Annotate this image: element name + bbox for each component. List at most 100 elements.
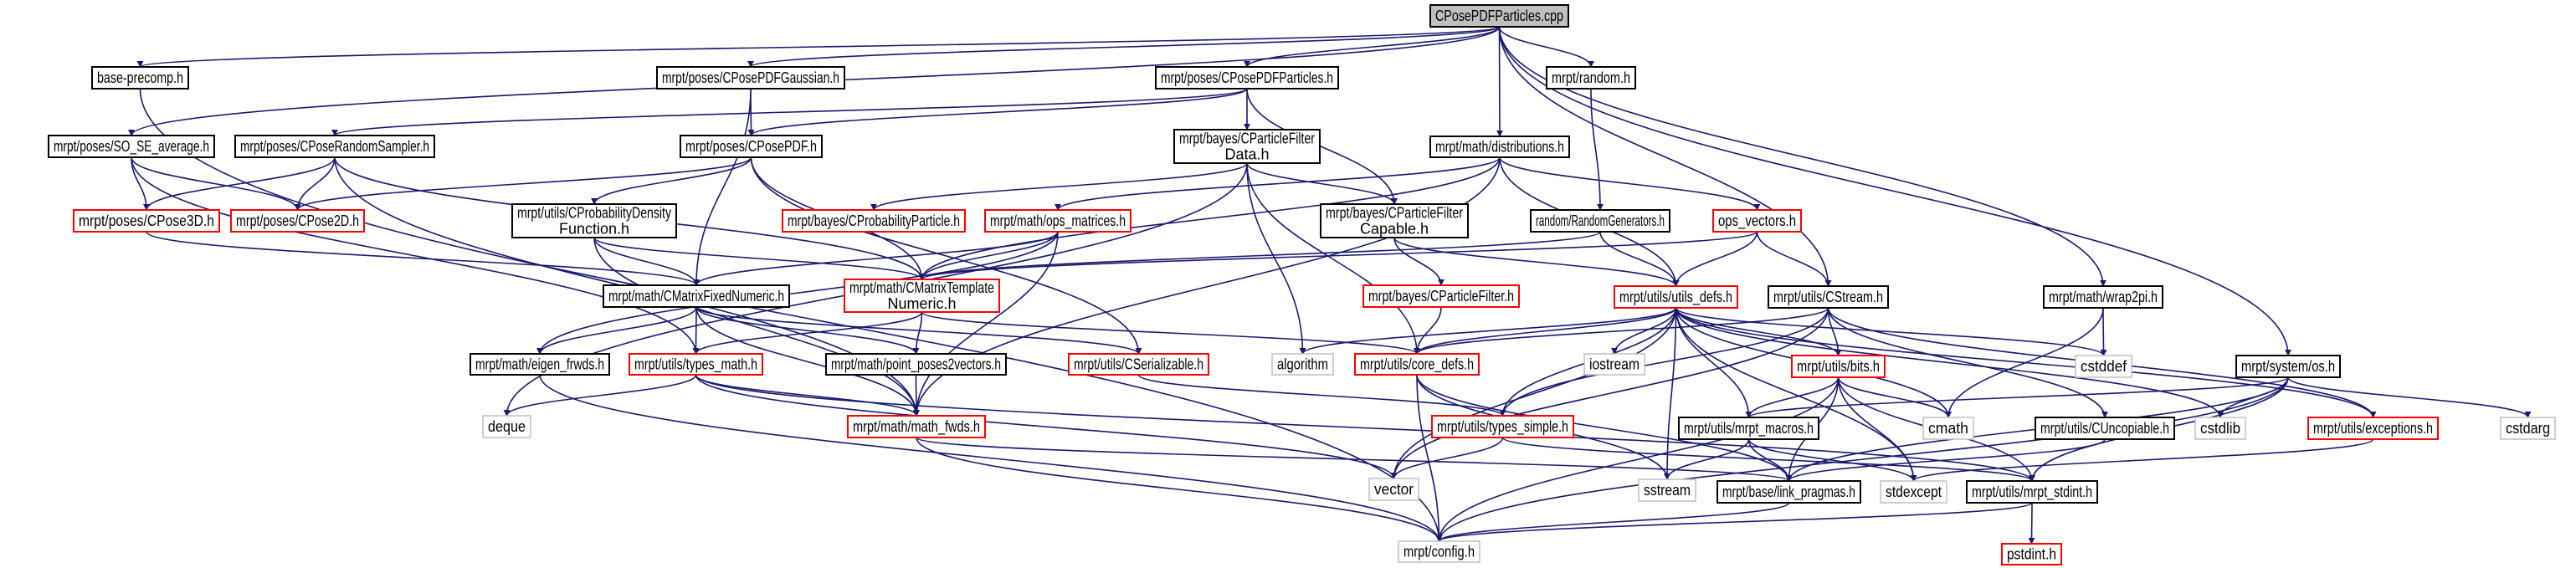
- node-box-cuncopiable[interactable]: [2035, 417, 2175, 440]
- node-box-core_defs[interactable]: [1354, 353, 1480, 376]
- node-stdexcept[interactable]: stdexcept: [1886, 484, 1942, 500]
- node-box-mrpt_macros[interactable]: [1678, 417, 1819, 440]
- node-box-point_poses[interactable]: [825, 353, 1007, 376]
- node-algorithm[interactable]: algorithm: [1277, 356, 1328, 373]
- node-box-exceptions[interactable]: [2307, 417, 2439, 440]
- node-random_gen[interactable]: random/RandomGenerators.h: [1536, 212, 1665, 229]
- node-gaussian[interactable]: mrpt/poses/CPosePDFGaussian.h: [662, 69, 839, 86]
- node-box-pose2d[interactable]: [230, 209, 365, 233]
- node-box-pstdint[interactable]: [2001, 543, 2062, 565]
- node-sstream[interactable]: sstream: [1644, 482, 1691, 499]
- node-box-template_numeric[interactable]: [844, 279, 1000, 313]
- node-box-random_gen[interactable]: [1530, 209, 1670, 233]
- node-bits[interactable]: mrpt/utils/bits.h: [1797, 358, 1880, 375]
- node-cstdlib[interactable]: cstdlib: [2200, 420, 2240, 437]
- node-box-eigen_frwds[interactable]: [470, 353, 610, 376]
- node-deque[interactable]: deque: [488, 418, 526, 435]
- node-mrpt_stdint[interactable]: mrpt/utils/mrpt_stdint.h: [1972, 484, 2092, 501]
- node-exceptions[interactable]: mrpt/utils/exceptions.h: [2313, 420, 2433, 437]
- node-particle_filter[interactable]: mrpt/bayes/CParticleFilter.h: [1368, 288, 1514, 304]
- node-ops_vectors[interactable]: ops_vectors.h: [1718, 212, 1796, 230]
- node-ops_matrices[interactable]: mrpt/math/ops_matrices.h: [990, 212, 1126, 230]
- node-pose2d[interactable]: mrpt/poses/CPose2D.h: [236, 212, 359, 229]
- node-types_math[interactable]: mrpt/utils/types_math.h: [634, 356, 757, 374]
- node-point_poses[interactable]: mrpt/math/point_poses2vectors.h: [831, 356, 1001, 374]
- node-box-mrpt_stdint[interactable]: [1966, 480, 2098, 504]
- node-box-pf_data[interactable]: [1173, 129, 1321, 164]
- node-distributions[interactable]: mrpt/math/distributions.h: [1435, 139, 1564, 156]
- node-box-os[interactable]: [2235, 355, 2341, 378]
- node-types_simple[interactable]: mrpt/utils/types_simple.h: [1437, 418, 1568, 436]
- node-box-cstream[interactable]: [1768, 285, 1889, 309]
- node-base_precomp[interactable]: base-precomp.h: [97, 69, 183, 86]
- node-box-fixed_numeric[interactable]: [603, 284, 790, 308]
- node-pstdint[interactable]: pstdint.h: [2007, 546, 2056, 563]
- node-root[interactable]: CPosePDFParticles.cpp: [1435, 8, 1563, 24]
- node-box-particles_h[interactable]: [1155, 66, 1339, 90]
- node-box-root[interactable]: [1429, 4, 1569, 28]
- node-box-config[interactable]: [1398, 540, 1480, 563]
- node-box-random[interactable]: [1546, 66, 1636, 90]
- node-box-sampler[interactable]: [234, 135, 435, 158]
- node-wrap2pi[interactable]: mrpt/math/wrap2pi.h: [2049, 289, 2158, 305]
- node-box-bits[interactable]: [1791, 355, 1886, 378]
- node-box-cstdarg[interactable]: [2500, 417, 2556, 440]
- node-box-pose3d[interactable]: [73, 209, 220, 233]
- node-pdf[interactable]: mrpt/poses/CPosePDF.h: [685, 138, 817, 155]
- node-box-math_fwds[interactable]: [847, 415, 986, 438]
- node-particles_h[interactable]: mrpt/poses/CPosePDFParticles.h: [1161, 69, 1333, 86]
- node-config[interactable]: mrpt/config.h: [1403, 544, 1475, 560]
- node-prob_particle[interactable]: mrpt/bayes/CProbabilityParticle.h: [788, 212, 960, 229]
- node-vector[interactable]: vector: [1374, 481, 1414, 498]
- node-box-ops_matrices[interactable]: [984, 209, 1131, 233]
- node-box-algorithm[interactable]: [1271, 353, 1334, 376]
- node-so_se[interactable]: mrpt/poses/SO_SE_average.h: [54, 138, 209, 156]
- node-box-vector[interactable]: [1368, 478, 1419, 501]
- node-box-deque[interactable]: [482, 415, 531, 438]
- node-box-base_precomp[interactable]: [91, 66, 189, 90]
- node-math_fwds[interactable]: mrpt/math/math_fwds.h: [853, 418, 980, 436]
- node-box-distributions[interactable]: [1429, 136, 1570, 158]
- node-box-cstdlib[interactable]: [2194, 417, 2246, 440]
- node-eigen_frwds[interactable]: mrpt/math/eigen_frwds.h: [475, 356, 604, 374]
- node-box-pdf[interactable]: [680, 135, 823, 158]
- node-cstddef[interactable]: cstddef: [2081, 358, 2127, 375]
- node-box-cmath[interactable]: [1922, 417, 1974, 440]
- node-utils_defs[interactable]: mrpt/utils/utils_defs.h: [1619, 289, 1732, 306]
- node-iostream[interactable]: iostream: [1589, 356, 1640, 373]
- node-box-prob_particle[interactable]: [782, 209, 966, 233]
- node-random[interactable]: mrpt/random.h: [1552, 69, 1630, 86]
- node-box-wrap2pi[interactable]: [2043, 285, 2163, 309]
- node-box-link_pragmas[interactable]: [1716, 480, 1861, 504]
- node-box-pf_capable[interactable]: [1320, 203, 1469, 238]
- node-box-cstddef[interactable]: [2075, 355, 2132, 378]
- node-box-prob_density[interactable]: [511, 203, 677, 238]
- node-box-types_math[interactable]: [629, 353, 763, 376]
- node-box-so_se[interactable]: [48, 135, 215, 158]
- node-pose3d[interactable]: mrpt/poses/CPose3D.h: [79, 212, 214, 229]
- node-box-gaussian[interactable]: [656, 66, 845, 90]
- node-fixed_numeric[interactable]: mrpt/math/CMatrixFixedNumeric.h: [608, 288, 784, 304]
- node-box-sstream[interactable]: [1638, 478, 1696, 502]
- node-os[interactable]: mrpt/system/os.h: [2241, 358, 2335, 375]
- node-mrpt_macros[interactable]: mrpt/utils/mrpt_macros.h: [1684, 420, 1814, 438]
- node-cstream[interactable]: mrpt/utils/CStream.h: [1773, 289, 1883, 305]
- node-box-iostream[interactable]: [1583, 353, 1645, 376]
- node-cmath[interactable]: cmath: [1928, 420, 1968, 437]
- node-box-ops_vectors[interactable]: [1712, 209, 1802, 233]
- node-cstdarg[interactable]: cstdarg: [2506, 420, 2550, 437]
- node-link_pragmas[interactable]: mrpt/base/link_pragmas.h: [1722, 484, 1855, 501]
- node-box-cserializable[interactable]: [1068, 353, 1209, 376]
- node-box-utils_defs[interactable]: [1614, 285, 1738, 309]
- node-box-stdexcept[interactable]: [1880, 480, 1947, 504]
- node-cuncopiable[interactable]: mrpt/utils/CUncopiable.h: [2040, 420, 2169, 437]
- node-sampler[interactable]: mrpt/poses/CPoseRandomSampler.h: [240, 138, 429, 155]
- node-core_defs[interactable]: mrpt/utils/core_defs.h: [1360, 356, 1474, 374]
- node-box-types_simple[interactable]: [1431, 415, 1574, 438]
- node-box-particle_filter[interactable]: [1362, 284, 1520, 308]
- node-cserializable[interactable]: mrpt/utils/CSerializable.h: [1074, 356, 1203, 373]
